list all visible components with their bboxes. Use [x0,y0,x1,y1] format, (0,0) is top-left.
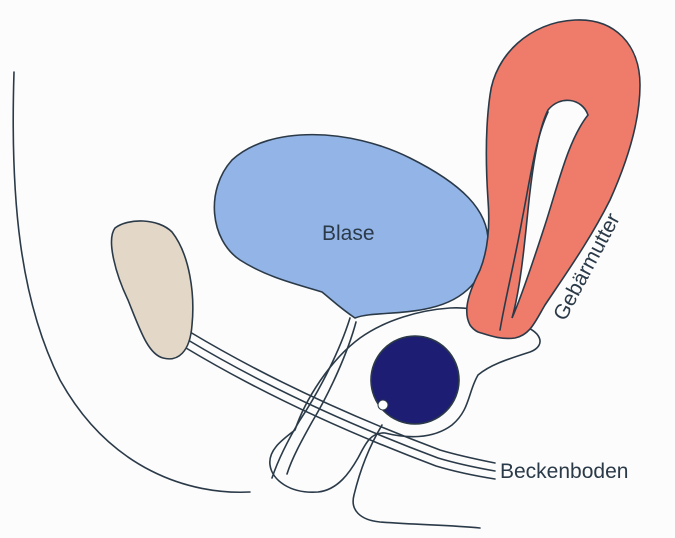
urethra [272,318,350,478]
uterus [467,20,640,339]
bladder-label: Blase [322,222,375,245]
rectum [371,336,459,424]
pubic-bone [112,221,193,359]
rectum-highlight [378,400,388,410]
pelvic-floor-label: Beckenboden [500,460,628,483]
